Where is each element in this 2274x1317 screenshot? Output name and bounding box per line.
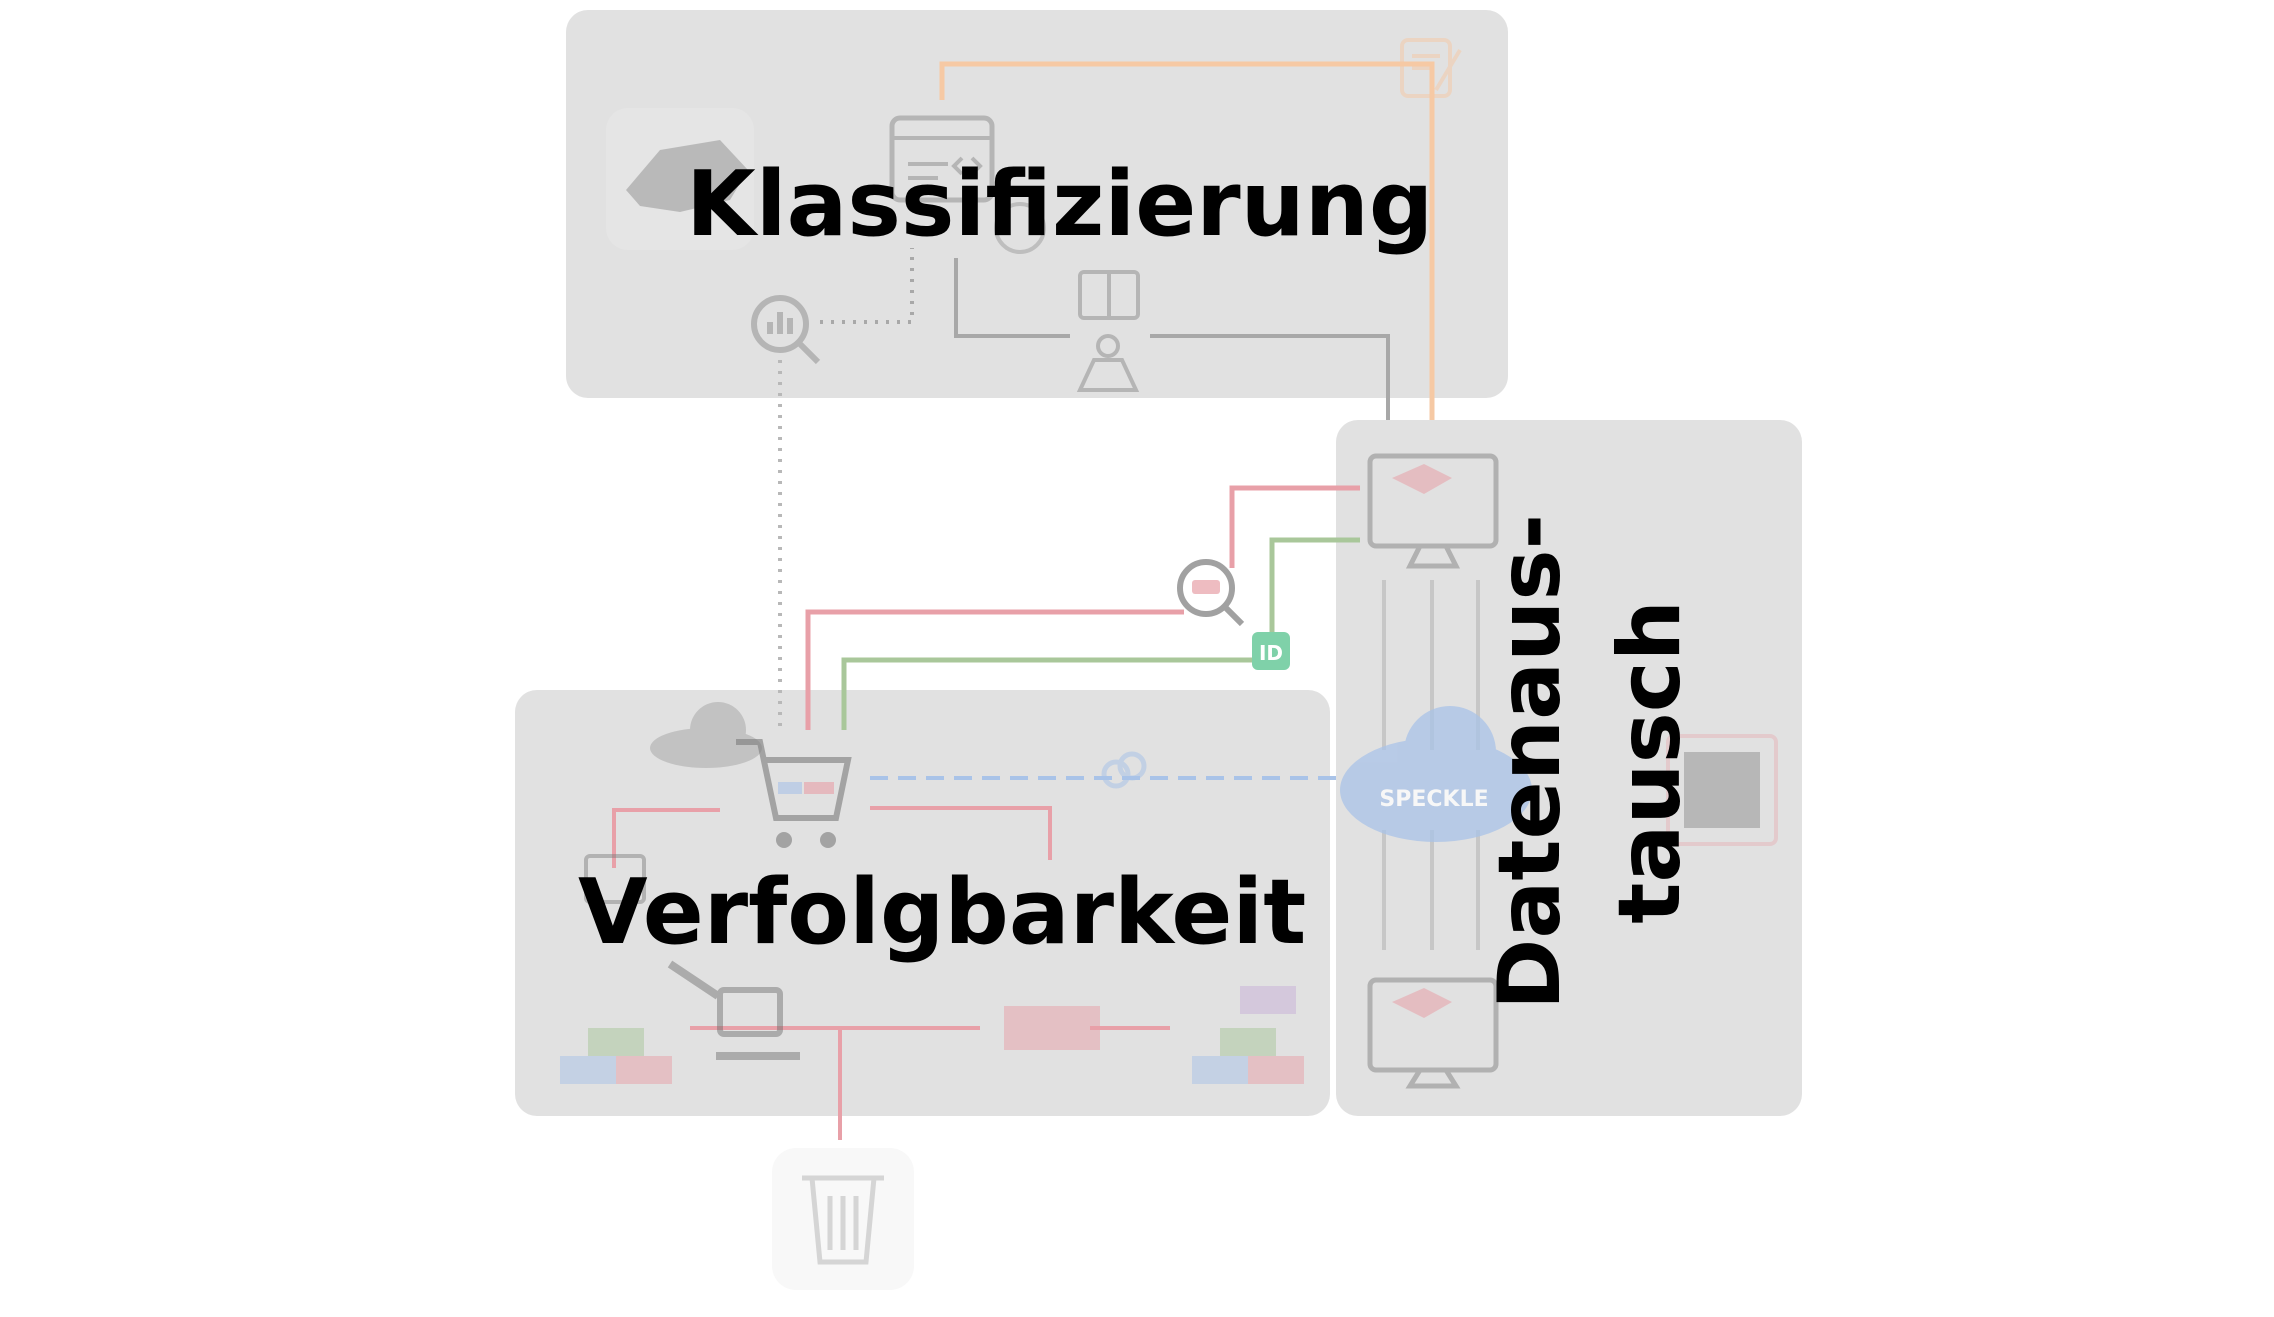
panel-klassifizierung (566, 10, 1508, 398)
brick-catalog-icon (1078, 270, 1140, 320)
section-title-datenaustausch: Datenaus- tausch (1470, 514, 1710, 1010)
document-signature-icon (1400, 38, 1462, 98)
photo-icon (584, 854, 646, 904)
monitor-3d-model-icon-bottom (1367, 977, 1499, 1089)
map-location-icon (1076, 334, 1140, 392)
panel-datenaustausch (1336, 420, 1802, 1116)
switzerland-map-icon (606, 108, 754, 250)
gray-flow-line (954, 258, 1390, 420)
section-title-datenaustausch-line2: tausch (1600, 600, 1700, 924)
cloud-icon (650, 702, 762, 768)
orange-flow-line (939, 61, 1435, 420)
verfolgbarkeit-flows (612, 806, 1170, 1140)
svg-text:SPECKLE: SPECKLE (1379, 787, 1488, 812)
speckle-cloud-icon: SPECKLE (1340, 706, 1532, 842)
link-icon (1101, 751, 1147, 789)
qr-code-icon (1666, 734, 1778, 846)
datenaustausch-flows (1382, 580, 1480, 950)
svg-text:ID: ID (1259, 641, 1283, 665)
shopping-cart-icon (736, 739, 852, 848)
section-title-datenaustausch-line1: Datenaus- (1480, 513, 1580, 1010)
trash-bin-icon (772, 1148, 914, 1290)
excavator-icon (667, 960, 800, 1060)
panel-verfolgbarkeit (515, 690, 1330, 1116)
red-flow-line (805, 485, 1360, 730)
section-title-klassifizierung: Klassifizierung (686, 152, 1434, 257)
id-badge-icon: ID (1252, 632, 1290, 670)
lego-bricks-icon (560, 986, 1304, 1084)
monitor-3d-model-icon (1367, 453, 1499, 569)
green-flow-line (841, 537, 1360, 730)
section-title-verfolgbarkeit: Verfolgbarkeit (578, 860, 1307, 965)
magnifier-brick-icon (1177, 559, 1245, 627)
analytics-search-icon (751, 295, 821, 365)
brain-icon (994, 202, 1046, 254)
code-window-icon (889, 115, 995, 203)
